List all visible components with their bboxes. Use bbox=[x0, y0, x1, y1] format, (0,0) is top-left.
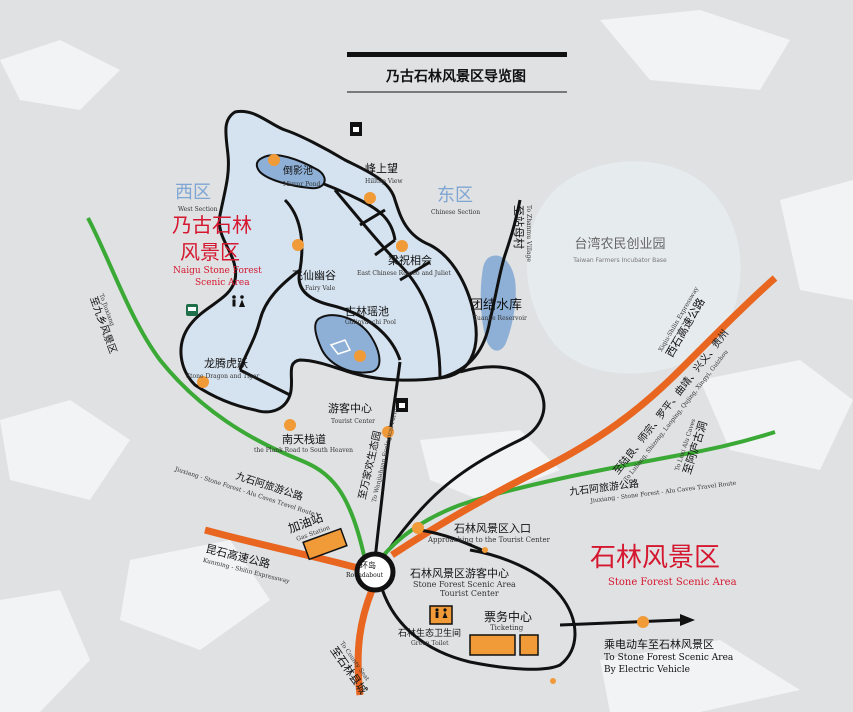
map-title: 乃古石林风景区导览图 bbox=[385, 68, 526, 85]
county-road bbox=[354, 588, 376, 696]
ticketing-en: Ticketing bbox=[490, 624, 524, 632]
stone-forest-title-cn: 石林风景区 bbox=[590, 543, 720, 573]
road-label-zhanmu: 至站母村 To Zhanmu Village bbox=[512, 205, 532, 262]
east-district-en: Chinese Section bbox=[431, 209, 480, 216]
south-heaven-cn: 南天栈道 bbox=[282, 432, 326, 446]
toilet-cn: 石林生态卫生间 bbox=[398, 627, 461, 639]
road-tourist-center bbox=[373, 361, 402, 561]
taiwan-base-cn: 台湾农民创业园 bbox=[574, 236, 665, 252]
kunshi-expressway bbox=[204, 526, 359, 572]
mirror-pond-cn: 倒影池 bbox=[283, 164, 313, 177]
electric-en2: By Electric Vehicle bbox=[604, 665, 690, 675]
electric-cn: 乘电动车至石林风景区 bbox=[604, 637, 714, 651]
electric-vehicle-road bbox=[559, 618, 681, 627]
rock-texture bbox=[0, 10, 853, 712]
naigu-title-en2: Scenic Area bbox=[195, 278, 250, 288]
gulin-pool-cn: 古林瑶池 bbox=[345, 304, 389, 318]
romeo-juliet-en: East Chinese Romeo and Juliet bbox=[357, 270, 451, 277]
west-district-en: West Section bbox=[178, 206, 218, 213]
roundabout-cn: 环岛 bbox=[360, 560, 376, 570]
camera-icon bbox=[396, 398, 408, 412]
south-heaven-en: the Plank Road to South Heaven bbox=[254, 447, 353, 454]
toilet-en: Green Toilet bbox=[411, 640, 449, 647]
fairy-vale-en: Fairy Vale bbox=[305, 285, 336, 292]
naigu-title-line2: 风景区 bbox=[180, 240, 240, 264]
hilltop-view-en: Hilltop View bbox=[365, 178, 403, 185]
ticketing-cn: 票务中心 bbox=[484, 609, 532, 624]
tuanjie-en: Tuanjie Reservoir bbox=[473, 315, 527, 322]
tourist-center-cn: 游客中心 bbox=[328, 401, 372, 415]
gas-station-building bbox=[302, 527, 348, 561]
entrance-en: Approaching to the Tourist Center bbox=[427, 536, 551, 544]
camera-icon bbox=[350, 122, 362, 136]
taiwan-base-en: Taiwan Farmers Incubator Base bbox=[572, 257, 667, 264]
green-travel-road-west bbox=[86, 217, 367, 561]
pool-bridge-icon bbox=[329, 339, 352, 355]
road-east-loop bbox=[376, 365, 546, 566]
roundabout-en: Roundabout bbox=[346, 572, 384, 579]
romeo-juliet-cn: 梁祝相会 bbox=[388, 253, 432, 267]
dragon-tiger-en: Stone Dragon and Tiger bbox=[186, 373, 259, 380]
stone-forest-loop bbox=[378, 548, 577, 671]
arrow-right-icon bbox=[680, 614, 695, 626]
entrance-cn: 石林风景区入口 bbox=[454, 521, 531, 535]
roundabout bbox=[354, 551, 396, 593]
entrance-road bbox=[419, 528, 483, 552]
toilet-building bbox=[429, 605, 453, 625]
west-district-cn: 西区 bbox=[175, 182, 211, 203]
restroom-icon bbox=[435, 608, 448, 618]
sf-center-cn: 石林风景区游客中心 bbox=[410, 566, 509, 580]
svg-text:To Zhanmu Village: To Zhanmu Village bbox=[525, 205, 532, 262]
ticketing-building-1 bbox=[469, 634, 516, 656]
mirror-pond-en: Mirror Pond bbox=[283, 181, 320, 188]
parking-bus-icon bbox=[186, 304, 198, 316]
tuanjie-cn: 团结水库 bbox=[470, 297, 522, 313]
ticketing-building-2 bbox=[519, 634, 539, 656]
hilltop-view-cn: 峰上望 bbox=[365, 162, 398, 175]
naigu-title-line1: 乃古石林 bbox=[172, 213, 252, 237]
svg-text:至站母村: 至站母村 bbox=[512, 205, 526, 249]
east-district-cn: 东区 bbox=[437, 185, 473, 206]
sf-center-en2: Tourist Center bbox=[440, 589, 499, 598]
taiwan-base-area bbox=[526, 161, 741, 374]
fairy-vale-cn: 飞仙幽谷 bbox=[292, 269, 336, 282]
dragon-tiger-cn: 龙腾虎跃 bbox=[204, 356, 248, 370]
poi-dots bbox=[197, 154, 649, 684]
xishi-expressway bbox=[390, 275, 778, 558]
title-bar bbox=[347, 52, 567, 57]
naigu-title-en1: Naigu Stone Forest bbox=[173, 266, 262, 276]
stone-forest-title-en: Stone Forest Scenic Area bbox=[608, 577, 737, 588]
gulin-pool-en: Gulinyaochi Pool bbox=[345, 319, 396, 326]
sf-center-en1: Stone Forest Scenic Area bbox=[413, 580, 516, 589]
restroom-icon bbox=[232, 295, 245, 307]
road-zhanmu bbox=[439, 199, 522, 380]
electric-en1: To Stone Forest Scenic Area bbox=[604, 653, 734, 663]
tourist-center-en: Tourist Center bbox=[331, 418, 375, 425]
